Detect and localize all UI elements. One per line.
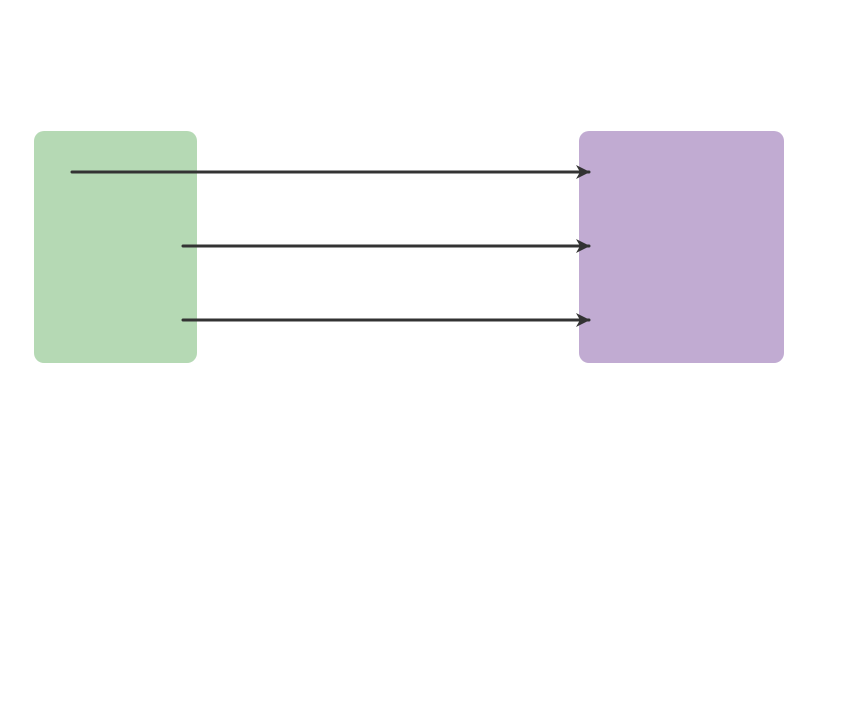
source-box — [34, 131, 197, 363]
target-box — [579, 131, 784, 363]
